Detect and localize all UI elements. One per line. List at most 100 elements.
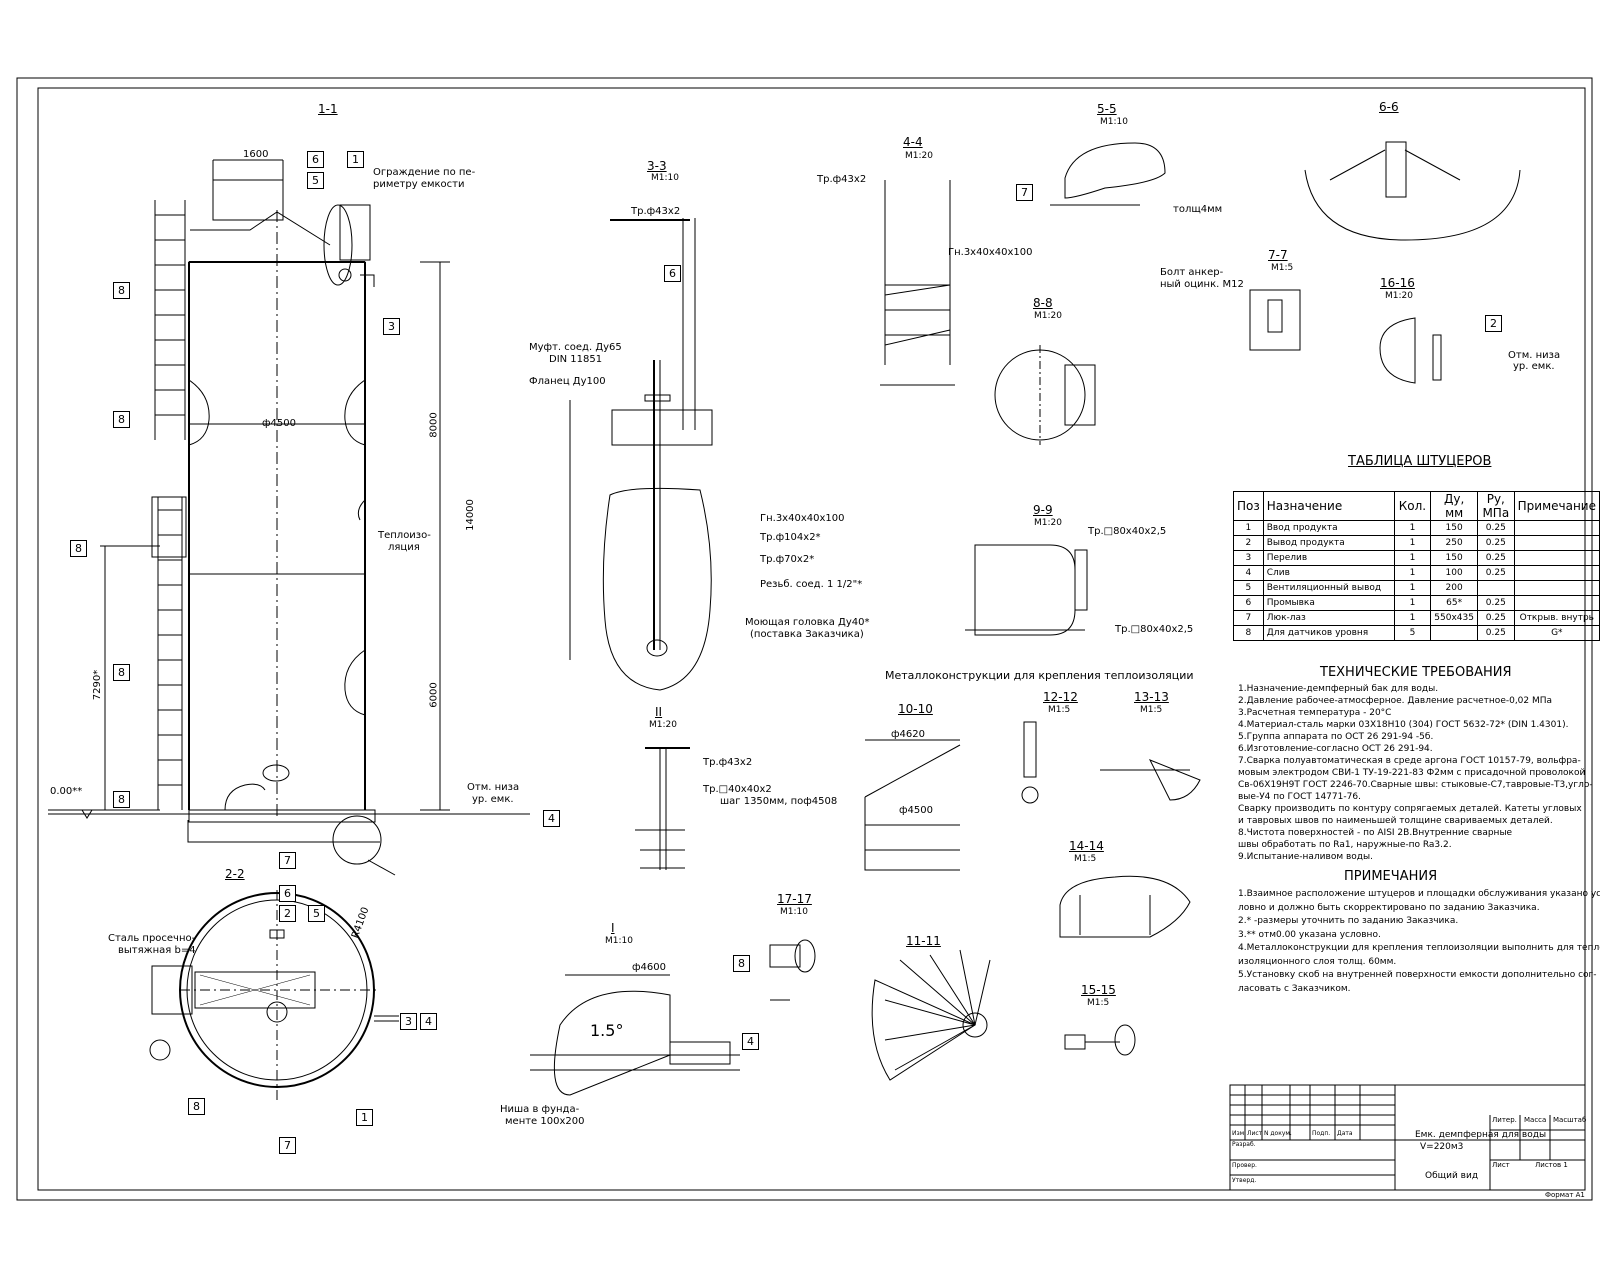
scale-15-15: M1:5	[1087, 998, 1110, 1008]
position-5-plan: 5	[308, 905, 325, 922]
label-dia-4500: ф4500	[262, 418, 296, 429]
view-3-3	[569, 218, 713, 691]
label-pipe-104: Тр.ф104х2*	[760, 532, 821, 543]
nozzle-cell: Вентиляционный вывод	[1262, 580, 1395, 596]
col-note: Примечание	[1513, 491, 1600, 521]
position-8-plan: 8	[188, 1098, 205, 1115]
label-pipe-43-4: Тр.ф43х2	[817, 174, 867, 185]
nozzle-cell: 550х435	[1430, 610, 1478, 626]
label-gn-3: Гн.3х40х40х100	[760, 513, 845, 524]
scale-9-9: M1:20	[1034, 518, 1062, 528]
position-8-e: 8	[113, 791, 130, 808]
nozzle-cell: 100	[1430, 565, 1478, 581]
nozzle-cell: Слив	[1262, 565, 1395, 581]
nozzle-cell: 4	[1233, 565, 1264, 581]
tech_req-line: 8.Чистота поверхностей - по AISI 2B.Внут…	[1238, 828, 1513, 838]
col-purpose: Назначение	[1262, 491, 1395, 521]
section-title-3-3: 3-3	[647, 159, 667, 173]
nozzle-cell: 1	[1393, 535, 1432, 551]
position-8-c: 8	[70, 540, 87, 557]
section-title-2-2: 2-2	[225, 867, 245, 881]
tech_req-line: 2.Давление рабочее-атмосферное. Давление…	[1238, 696, 1553, 706]
label-pipe-80-top: Тр.□80х40х2,5	[1088, 526, 1167, 537]
label-steel-2: вытяжная b=4	[118, 945, 196, 956]
nozzle-cell: 8	[1233, 625, 1264, 641]
view-2-2	[149, 890, 399, 1100]
scale-16-16: M1:20	[1385, 291, 1413, 301]
stamp-utv: Утверд.	[1232, 1177, 1257, 1184]
scale-5-5: M1:10	[1100, 117, 1128, 127]
position-2-16: 2	[1485, 315, 1502, 332]
label-niche: Ниша в фунда-	[500, 1104, 580, 1115]
label-thickness: толщ4мм	[1173, 204, 1223, 215]
label-wash-head: Моющая головка Ду40*	[745, 617, 870, 628]
col-dn: Ду, мм	[1430, 491, 1478, 521]
tech_req-line: Св-06Х19Н9Т ГОСТ 2246-70.Сварные швы: ст…	[1238, 780, 1593, 790]
scale-8-8: M1:20	[1034, 311, 1062, 321]
nozzle-cell: 5	[1233, 580, 1264, 596]
view-7-7	[1249, 289, 1301, 351]
nozzle-cell: G*	[1513, 625, 1600, 641]
tech-req-list: 1.Назначение-демпферный бак для воды.2.Д…	[1238, 683, 1593, 863]
stamp-name: Емк. демпферная для воды	[1415, 1130, 1547, 1140]
section-title-10-10: 10-10	[898, 702, 933, 716]
nozzle-cell: 150	[1430, 550, 1478, 566]
dim-8000: 8000	[428, 412, 440, 438]
nozzle-cell: 2	[1233, 535, 1264, 551]
view-11-11	[871, 949, 991, 1081]
stamp-view: Общий вид	[1425, 1171, 1479, 1181]
section-title-5-5: 5-5	[1097, 102, 1117, 116]
nozzle-cell	[1430, 625, 1478, 641]
position-7: 7	[279, 852, 296, 869]
col-pos: Поз	[1233, 491, 1264, 521]
view-12-12	[1021, 721, 1039, 804]
nozzle-cell: 1	[1393, 595, 1432, 611]
nozzle-cell: Открыв. внутрь	[1513, 610, 1600, 626]
nozzle-cell: 1	[1233, 520, 1264, 536]
position-3-plan: 3	[400, 1013, 417, 1030]
nozzle-cell: Вывод продукта	[1262, 535, 1395, 551]
nozzle-cell: 0.25	[1476, 595, 1515, 611]
section-title-15-15: 15-15	[1081, 983, 1116, 997]
section-title-16-16: 16-16	[1380, 276, 1415, 290]
tech_req-line: вые-У4 по ГОСТ 14771-76.	[1238, 792, 1361, 802]
view-I	[530, 974, 740, 1096]
stamp-razrab: Разраб.	[1232, 1141, 1256, 1148]
nozzle-table: Поз Назначение Кол. Ду, мм Ру, МПа Приме…	[1233, 491, 1600, 641]
section-title-8-8: 8-8	[1033, 296, 1053, 310]
nozzle-cell	[1513, 580, 1600, 596]
label-dia-4500-10: ф4500	[899, 805, 933, 816]
notes-line: ловно и должно быть скорректировано по з…	[1238, 902, 1540, 913]
nozzle-cell: 1	[1393, 550, 1432, 566]
label-steel: Сталь просечно-	[108, 933, 196, 944]
section-title-II: II	[655, 705, 663, 719]
nozzle-cell: 65*	[1430, 595, 1478, 611]
label-bottom-mark: Отм. низа	[467, 782, 520, 793]
label-bottom-mark-16: Отм. низа	[1508, 350, 1561, 361]
position-4-I: 4	[742, 1033, 759, 1050]
label-metal-structures: Металлоконструкции для крепления теплоиз…	[885, 669, 1194, 682]
tech_req-line: 6.Изготовление-согласно ОСТ 26 291-94.	[1238, 744, 1433, 754]
stamp-ndoc: N докум.	[1264, 1130, 1292, 1137]
position-1-plan: 1	[356, 1109, 373, 1126]
position-4: 4	[543, 810, 560, 827]
position-7-55: 7	[1016, 184, 1033, 201]
nozzle-cell: 150	[1430, 520, 1478, 536]
label-bolt: Болт анкер-	[1160, 267, 1224, 278]
label-pipe-43-3: Тр.ф43х2	[631, 206, 681, 217]
position-8-17: 8	[733, 955, 750, 972]
view-1-1	[48, 159, 530, 876]
stamp-prov: Провер.	[1232, 1162, 1257, 1169]
view-II	[635, 747, 690, 870]
position-2-plan: 2	[279, 905, 296, 922]
nozzle-cell: 5	[1393, 625, 1432, 641]
tech-req-title: ТЕХНИЧЕСКИЕ ТРЕБОВАНИЯ	[1320, 665, 1512, 680]
view-9-9	[965, 544, 1088, 636]
notes-line: 3.** отм0.00 указана условно.	[1238, 929, 1381, 940]
scale-7-7: M1:5	[1271, 263, 1294, 273]
scale-4-4: M1:20	[905, 151, 933, 161]
